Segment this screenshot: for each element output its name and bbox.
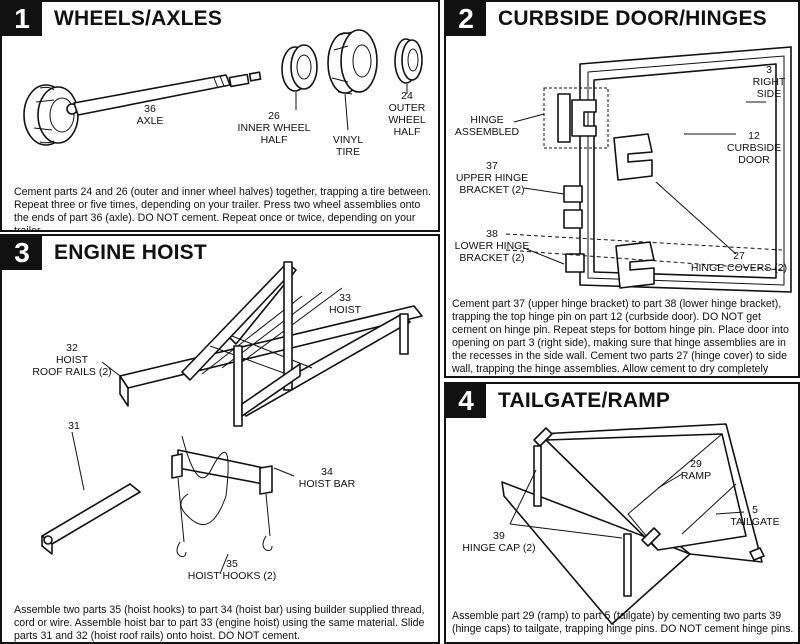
step-title: ENGINE HOIST <box>54 241 207 264</box>
label-tailgate: 5 TAILGATE <box>730 504 780 528</box>
step-3-description: Assemble two parts 35 (hoist hooks) to p… <box>14 604 425 642</box>
label-hinge-covers: 27 HINGE COVERS (2) <box>690 250 788 274</box>
label-part-31: 31 <box>68 420 80 432</box>
engine-hoist-illustration <box>41 261 423 575</box>
label-hoist-roof-rails: 32 HOIST ROOF RAILS (2) <box>32 342 112 378</box>
label-hoist: 33 HOIST <box>328 292 362 316</box>
step-2-description: Cement part 37 (upper hinge bracket) to … <box>452 298 789 375</box>
step-3-panel: 3 ENGINE HOIST 33 <box>0 234 440 644</box>
label-lower-hinge-bracket: 38 LOWER HINGE BRACKET (2) <box>454 228 530 264</box>
step-1-description: Cement parts 24 and 26 (outer and inner … <box>14 186 431 232</box>
label-upper-hinge-bracket: 37 UPPER HINGE BRACKET (2) <box>455 160 529 196</box>
label-hoist-hooks: 35 HOIST HOOKS (2) <box>187 558 277 582</box>
tailgate-ramp-illustration <box>501 423 765 625</box>
step-4-panel: 4 TAILGATE/RAMP 29 RAMP 5 TAILGATE 39 HI… <box>444 382 800 644</box>
step-title: TAILGATE/RAMP <box>498 389 671 412</box>
label-inner-wheel-half: 26 INNER WHEEL HALF <box>237 110 311 146</box>
step-title: WHEELS/AXLES <box>54 7 223 30</box>
label-curbside-door: 12 CURBSIDE DOOR <box>726 130 782 166</box>
step-2-header: 2 CURBSIDE DOOR/HINGES <box>446 2 767 36</box>
step-4-description: Assemble part 29 (ramp) to part 5 (tailg… <box>452 610 794 635</box>
step-2-panel: 2 CURBSIDE DOOR/HINGES 3 RIGHT S <box>444 0 800 378</box>
step-number: 1 <box>2 2 42 36</box>
label-axle: 36 AXLE <box>136 103 164 127</box>
label-outer-wheel-half: 24 OUTER WHEEL HALF <box>388 90 426 138</box>
step-1-panel: 1 WHEELS/AXLES 36 AXLE 26 <box>0 0 440 232</box>
step-1-header: 1 WHEELS/AXLES <box>2 2 222 36</box>
label-vinyl-tire: VINYL TIRE <box>332 134 364 158</box>
label-hoist-bar: 34 HOIST BAR <box>298 466 356 490</box>
label-ramp: 29 RAMP <box>680 458 712 482</box>
step-4-header: 4 TAILGATE/RAMP <box>446 384 670 418</box>
step-3-header: 3 ENGINE HOIST <box>2 236 207 270</box>
step-number: 2 <box>446 2 486 36</box>
step-number: 3 <box>2 236 42 270</box>
step-title: CURBSIDE DOOR/HINGES <box>498 7 767 30</box>
label-right-side: 3 RIGHT SIDE <box>752 64 786 100</box>
label-hinge-cap: 39 HINGE CAP (2) <box>462 530 536 554</box>
curbside-door-illustration <box>505 46 792 293</box>
step-number: 4 <box>446 384 486 418</box>
label-hinge-assembled: HINGE ASSEMBLED <box>454 114 520 138</box>
wheel-axle-illustration <box>23 29 423 146</box>
